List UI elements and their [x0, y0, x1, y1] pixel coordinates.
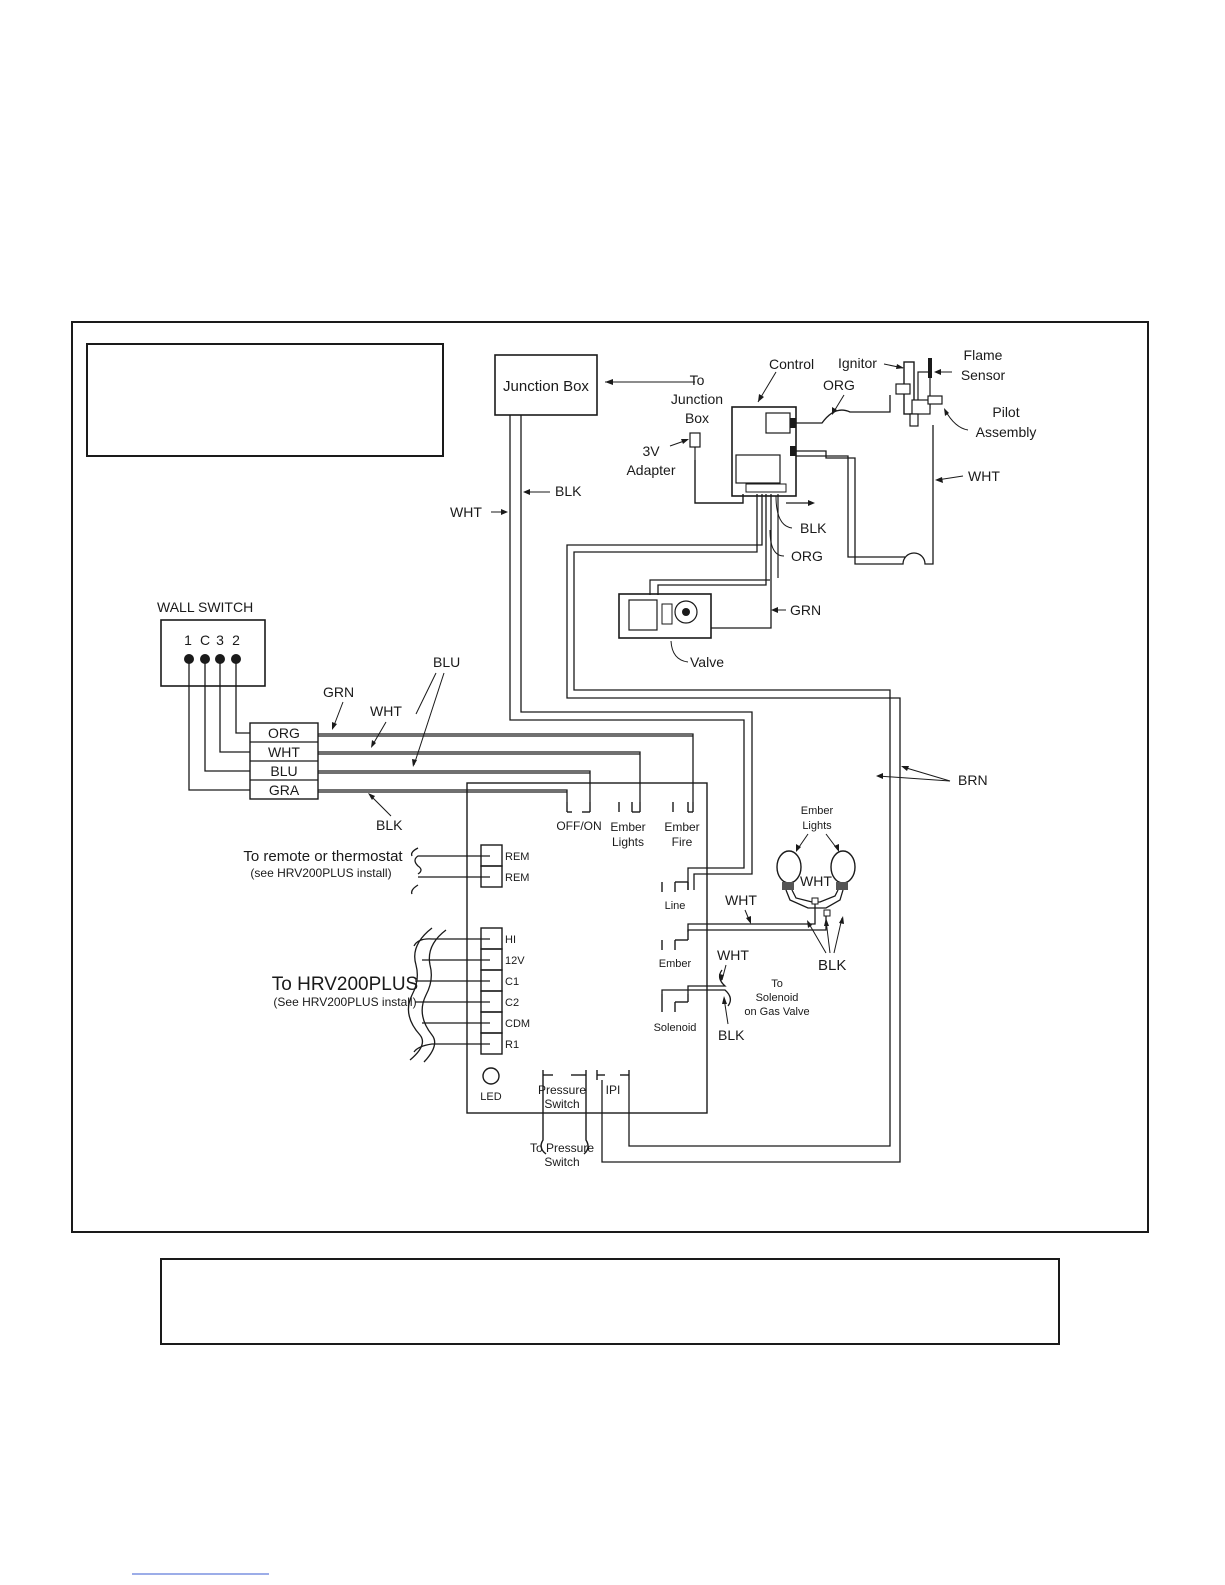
- ember-lights-top-label-2: Lights: [802, 820, 832, 832]
- diagram-frame: [71, 321, 1149, 1233]
- to-pressure-switch-label-2: Switch: [544, 1155, 579, 1169]
- blk-label-solenoid: BLK: [718, 1027, 745, 1043]
- to-solenoid-label-2: Solenoid: [756, 992, 799, 1004]
- grn-label-control: GRN: [790, 602, 821, 618]
- hrv-terminal-cdm: CDM: [505, 1018, 530, 1030]
- control-board: [466, 782, 708, 1114]
- pilot-assembly: [895, 358, 943, 427]
- hrv-terminal-c1: C1: [505, 976, 519, 988]
- board-output-terminals: [661, 881, 689, 1012]
- ember-output-label: Ember: [659, 958, 692, 970]
- junction-box: Junction Box: [494, 354, 598, 416]
- blk-label-junction: BLK: [555, 483, 582, 499]
- blank-note-box: [86, 343, 444, 457]
- rem-label-2: REM: [505, 872, 529, 884]
- control-module: [731, 406, 797, 497]
- ember-fire-label-2: Fire: [672, 835, 693, 849]
- to-solenoid-label-1: To: [771, 978, 783, 990]
- valve-label: Valve: [690, 654, 724, 670]
- hrv-cable: [407, 927, 490, 1063]
- led-indicator: [482, 1067, 500, 1085]
- to-junction-label-1: To: [690, 372, 705, 388]
- pressure-switch-label-1: Pressure: [538, 1083, 586, 1097]
- to-junction-label-3: Box: [685, 410, 709, 426]
- hrv-terminal-c2: C2: [505, 997, 519, 1009]
- connector-gra: GRA: [269, 782, 300, 798]
- adapter-label-1: 3V: [642, 443, 660, 459]
- junction-box-label: Junction Box: [503, 378, 589, 395]
- pilot-assembly-label-2: Assembly: [976, 424, 1037, 440]
- blu-label-switch: BLU: [433, 654, 460, 670]
- wht-label-bulbs: WHT: [800, 873, 832, 889]
- remote-label-1: To remote or thermostat: [243, 848, 403, 865]
- flame-sensor-label-1: Flame: [964, 347, 1003, 363]
- brn-label: BRN: [958, 772, 988, 788]
- hrv-terminal-hi: HI: [505, 934, 516, 946]
- terminal-label-c: C: [200, 632, 210, 648]
- pressure-switch-terminals: [540, 1070, 630, 1155]
- blk-label-switch: BLK: [376, 817, 403, 833]
- to-junction-label-2: Junction: [671, 391, 723, 407]
- ember-fire-label-1: Ember: [664, 820, 699, 834]
- hrv-terminal-12v: 12V: [505, 955, 525, 967]
- terminal-label-1: 1: [184, 632, 192, 648]
- blk-label-control: BLK: [800, 520, 827, 536]
- led-label: LED: [480, 1091, 501, 1103]
- rem-label-1: REM: [505, 851, 529, 863]
- ember-lights-label-2: Lights: [612, 835, 644, 849]
- connector-org: ORG: [268, 725, 300, 741]
- org-label-control: ORG: [791, 548, 823, 564]
- blk-label-bulbs: BLK: [818, 957, 846, 974]
- hrv-label-1: To HRV200PLUS: [272, 974, 418, 995]
- to-pressure-switch-label-1: To Pressure: [530, 1141, 594, 1155]
- wht-label-ember: WHT: [725, 892, 757, 908]
- wht-label-junction: WHT: [450, 504, 482, 520]
- hrv-terminal-block: [480, 927, 503, 1055]
- gas-valve: [618, 593, 712, 639]
- terminal-label-3: 3: [216, 632, 224, 648]
- adapter-label-2: Adapter: [626, 462, 675, 478]
- ember-light-bulbs: [776, 850, 856, 917]
- wall-switch-connector: [249, 722, 319, 800]
- ignitor-label: Ignitor: [838, 355, 877, 371]
- off-on-label: OFF/ON: [556, 819, 601, 833]
- pressure-switch-label-2: Switch: [544, 1097, 579, 1111]
- wall-switch-label: WALL SWITCH: [157, 599, 253, 615]
- solenoid-label: Solenoid: [654, 1022, 697, 1034]
- wht-label-top-right: WHT: [968, 468, 1000, 484]
- connector-blu: BLU: [270, 763, 297, 779]
- ipi-label: IPI: [606, 1083, 621, 1097]
- wall-switch-box: [160, 619, 266, 687]
- ember-lights-label-1: Ember: [610, 820, 645, 834]
- control-label: Control: [769, 356, 814, 372]
- line-label: Line: [665, 900, 686, 912]
- ember-lights-top-label-1: Ember: [801, 805, 834, 817]
- board-switch-terminals: [566, 802, 694, 813]
- hrv-terminal-r1: R1: [505, 1039, 519, 1051]
- connector-wht: WHT: [268, 744, 300, 760]
- wht-label-solenoid: WHT: [717, 947, 749, 963]
- terminal-label-2: 2: [232, 632, 240, 648]
- flame-sensor-label-2: Sensor: [961, 367, 1006, 383]
- wht-label-switch: WHT: [370, 703, 402, 719]
- pilot-assembly-label-1: Pilot: [992, 404, 1019, 420]
- hrv-label-2: (See HRV200PLUS install): [273, 995, 416, 1009]
- org-label-top: ORG: [823, 377, 855, 393]
- caption-box: [160, 1258, 1060, 1345]
- grn-label-switch: GRN: [323, 684, 354, 700]
- to-solenoid-label-3: on Gas Valve: [744, 1006, 809, 1018]
- remote-label-2: (see HRV200PLUS install): [250, 866, 391, 880]
